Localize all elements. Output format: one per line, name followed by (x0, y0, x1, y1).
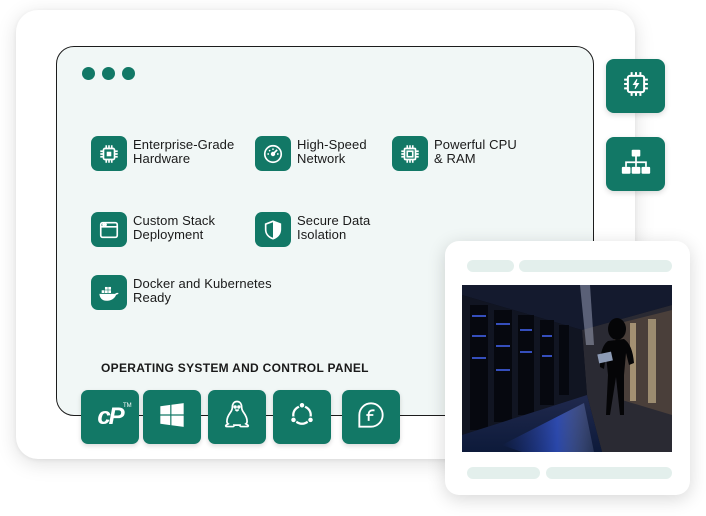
window-dot-2 (102, 67, 115, 80)
skeleton-line (467, 467, 540, 479)
shield-icon (255, 212, 291, 247)
datacenter-photo (462, 285, 672, 452)
docker-icon (91, 275, 127, 310)
processor-button[interactable] (606, 59, 665, 113)
feature-secure-data-isolation: Secure Data Isolation (255, 212, 370, 247)
speedometer-icon (255, 136, 291, 171)
feature-docker-kubernetes-ready: Docker and Kubernetes Ready (91, 275, 272, 310)
feature-label: Powerful CPU & RAM (434, 137, 517, 166)
browser-window-icon (91, 212, 127, 247)
skeleton-line (519, 260, 672, 272)
photo-card (445, 241, 690, 495)
feature-label: Docker and Kubernetes Ready (133, 276, 272, 305)
linux-tux-icon (222, 399, 252, 436)
feature-high-speed-network: High-Speed Network (255, 136, 367, 171)
os-panel-title: OPERATING SYSTEM AND CONTROL PANEL (101, 361, 369, 375)
skeleton-line (467, 260, 514, 272)
fedora-icon (357, 401, 385, 434)
network-button[interactable] (606, 137, 665, 191)
window-dot-3 (122, 67, 135, 80)
linux-button[interactable] (208, 390, 266, 444)
network-hierarchy-icon (620, 147, 652, 182)
feature-label: Secure Data Isolation (297, 213, 371, 242)
ubuntu-button[interactable] (273, 390, 331, 444)
window-dot-1 (82, 67, 95, 80)
processor-bolt-icon (621, 69, 651, 104)
cpanel-button[interactable]: cP TM (81, 390, 139, 444)
chip-icon (91, 136, 127, 171)
cpu-icon (392, 136, 428, 171)
feature-custom-stack-deployment: Custom Stack Deployment (91, 212, 215, 247)
fedora-button[interactable] (342, 390, 400, 444)
feature-powerful-cpu-ram: Powerful CPU & RAM (392, 136, 517, 171)
cpanel-icon: cP TM (97, 403, 132, 430)
ubuntu-icon (287, 400, 317, 435)
feature-label: Enterprise-Grade Hardware (133, 137, 235, 166)
feature-label: Custom Stack Deployment (133, 213, 216, 242)
feature-enterprise-grade-hardware: Enterprise-Grade Hardware (91, 136, 234, 171)
feature-label: High-Speed Network (297, 137, 367, 166)
windows-button[interactable] (143, 390, 201, 444)
windows-icon (158, 401, 186, 434)
skeleton-line (546, 467, 672, 479)
